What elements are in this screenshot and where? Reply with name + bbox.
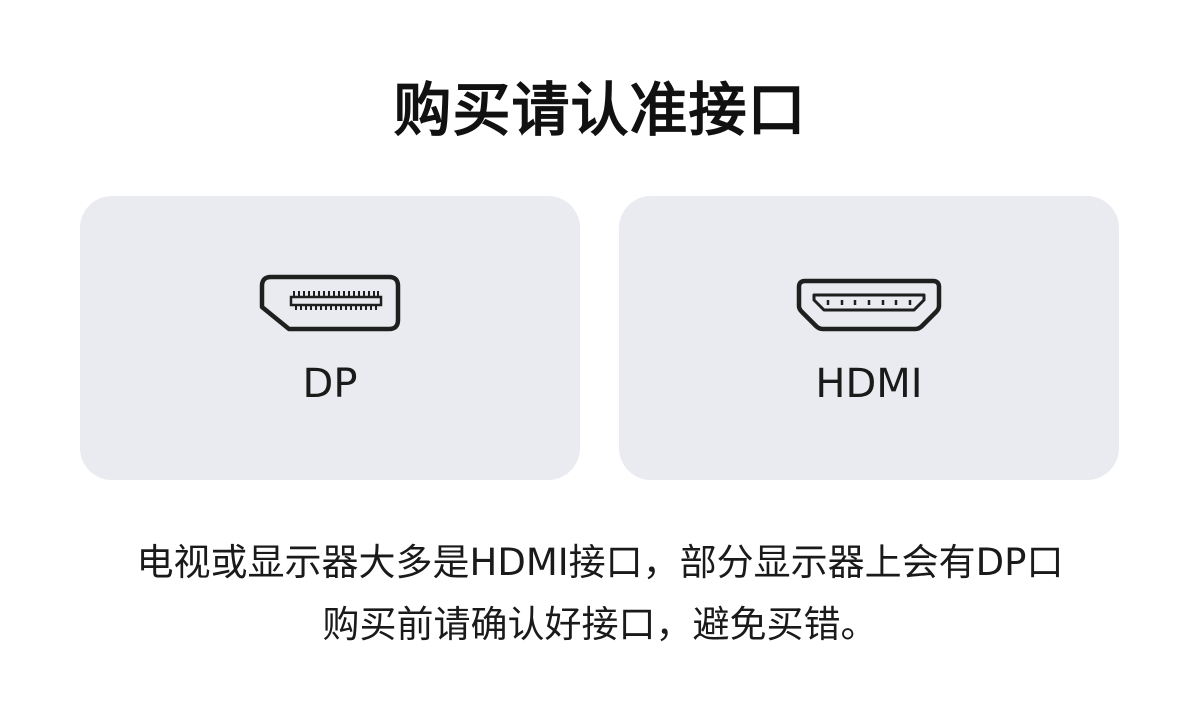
hdmi-port-label: HDMI	[815, 361, 923, 407]
description-line-1: 电视或显示器大多是HDMI接口，部分显示器上会有DP口	[136, 541, 1064, 584]
dp-port-card: DP	[80, 196, 580, 480]
description-text: 电视或显示器大多是HDMI接口，部分显示器上会有DP口 购买前请确认好接口，避免…	[0, 532, 1200, 656]
hdmi-port-card: HDMI	[619, 196, 1119, 480]
hdmi-connector-icon	[619, 278, 1119, 332]
dp-port-label: DP	[302, 361, 358, 407]
displayport-connector-icon	[80, 274, 580, 332]
description-line-2: 购买前请确认好接口，避免买错。	[322, 603, 878, 646]
page-title: 购买请认准接口	[393, 76, 807, 144]
